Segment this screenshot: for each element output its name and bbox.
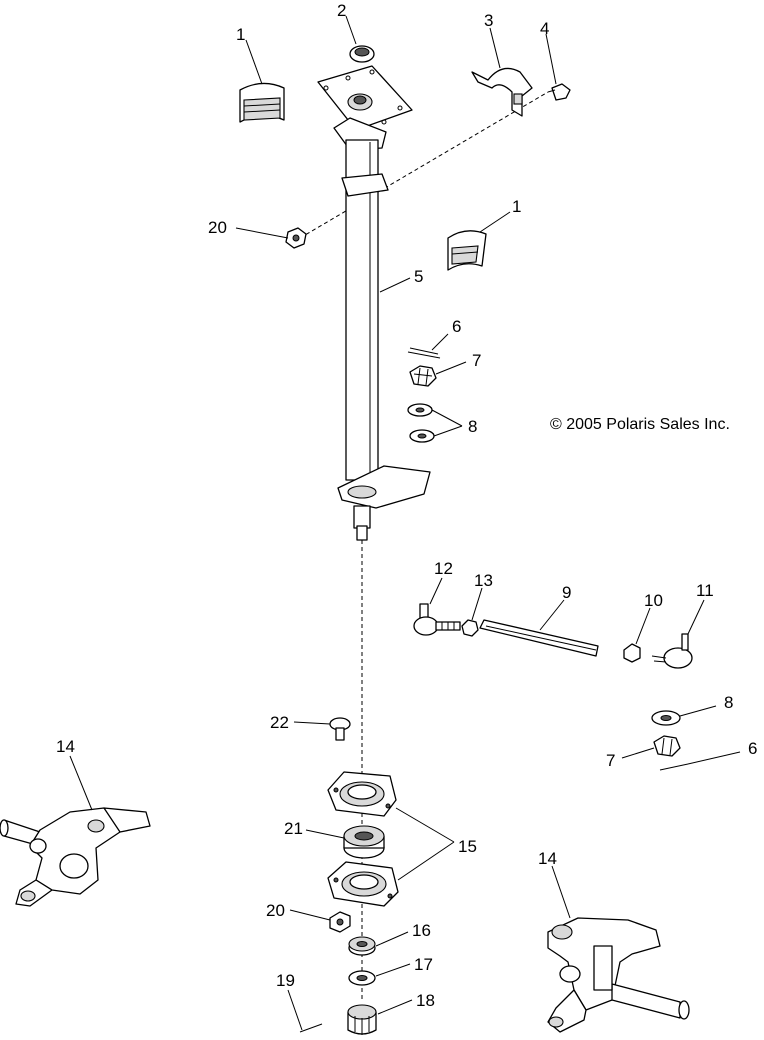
part-6-cotter-pin-lower-right [659, 763, 689, 771]
part-16-seal [348, 936, 376, 956]
callout-5: 5 [414, 267, 423, 286]
part-20-nut-lower [329, 911, 351, 933]
callout-3: 3 [484, 11, 493, 30]
part-4-bolt [547, 83, 571, 101]
callout-12: 12 [434, 559, 453, 578]
part-13-jam-nut [461, 619, 479, 637]
callout-20-lower: 20 [266, 901, 285, 920]
part-20-nut-upper [285, 227, 307, 249]
part-17-washer [348, 970, 376, 986]
callout-14-left: 14 [56, 737, 75, 756]
callout-15: 15 [458, 837, 477, 856]
callout-13: 13 [474, 571, 493, 590]
callout-14-right: 14 [538, 849, 557, 868]
part-14-spindle-right [547, 917, 690, 1033]
callout-2: 2 [337, 1, 346, 20]
alignment-line-bracket [299, 91, 549, 239]
part-7-castle-nut-upper [409, 365, 437, 387]
callout-10: 10 [644, 591, 663, 610]
part-14-spindle-left [0, 807, 151, 907]
part-10-nut [623, 643, 641, 663]
callout-18: 18 [416, 991, 435, 1010]
part-3-clamp-bracket [471, 67, 533, 117]
leader-lines [69, 15, 741, 1031]
callout-9: 9 [562, 583, 571, 602]
callout-11: 11 [696, 581, 714, 600]
part-1-bushing-left [239, 82, 285, 123]
part-11-tie-rod-end-right [651, 633, 693, 669]
callout-1-right: 1 [512, 197, 521, 216]
part-8-washer-lower-right [651, 710, 681, 726]
callout-8-upper: 8 [468, 417, 477, 436]
part-19-cotter-pin [299, 1023, 323, 1033]
callout-6-lower: 6 [748, 739, 757, 758]
callout-20-upper: 20 [208, 218, 227, 237]
callout-7-upper: 7 [472, 351, 481, 370]
part-9-tie-rod [479, 619, 599, 657]
callout-22: 22 [270, 713, 289, 732]
part-18-castle-nut [347, 1004, 377, 1035]
callout-8-lower: 8 [724, 693, 733, 712]
part-21-bearing [343, 825, 385, 859]
copyright-notice: © 2005 Polaris Sales Inc. [550, 416, 730, 433]
callout-4: 4 [540, 19, 549, 38]
callout-21: 21 [284, 819, 303, 838]
callout-6-upper: 6 [452, 317, 461, 336]
part-15-flange-lower [327, 861, 399, 907]
part-7-castle-nut-lower-right [653, 735, 681, 757]
part-15-flange-upper [327, 771, 397, 817]
part-2-cap [349, 45, 375, 63]
part-1-bushing-right [447, 230, 487, 271]
callout-19: 19 [276, 971, 295, 990]
callout-16: 16 [412, 921, 431, 940]
part-5-steering-column [317, 65, 431, 541]
part-12-tie-rod-end-left [413, 603, 461, 636]
callout-17: 17 [414, 955, 433, 974]
part-8-washers-upper [407, 403, 435, 443]
callout-1-upper: 1 [236, 25, 245, 44]
part-6-cotter-pin-upper [407, 347, 441, 359]
part-22-pin [329, 717, 351, 741]
callout-7-lower: 7 [606, 751, 615, 770]
